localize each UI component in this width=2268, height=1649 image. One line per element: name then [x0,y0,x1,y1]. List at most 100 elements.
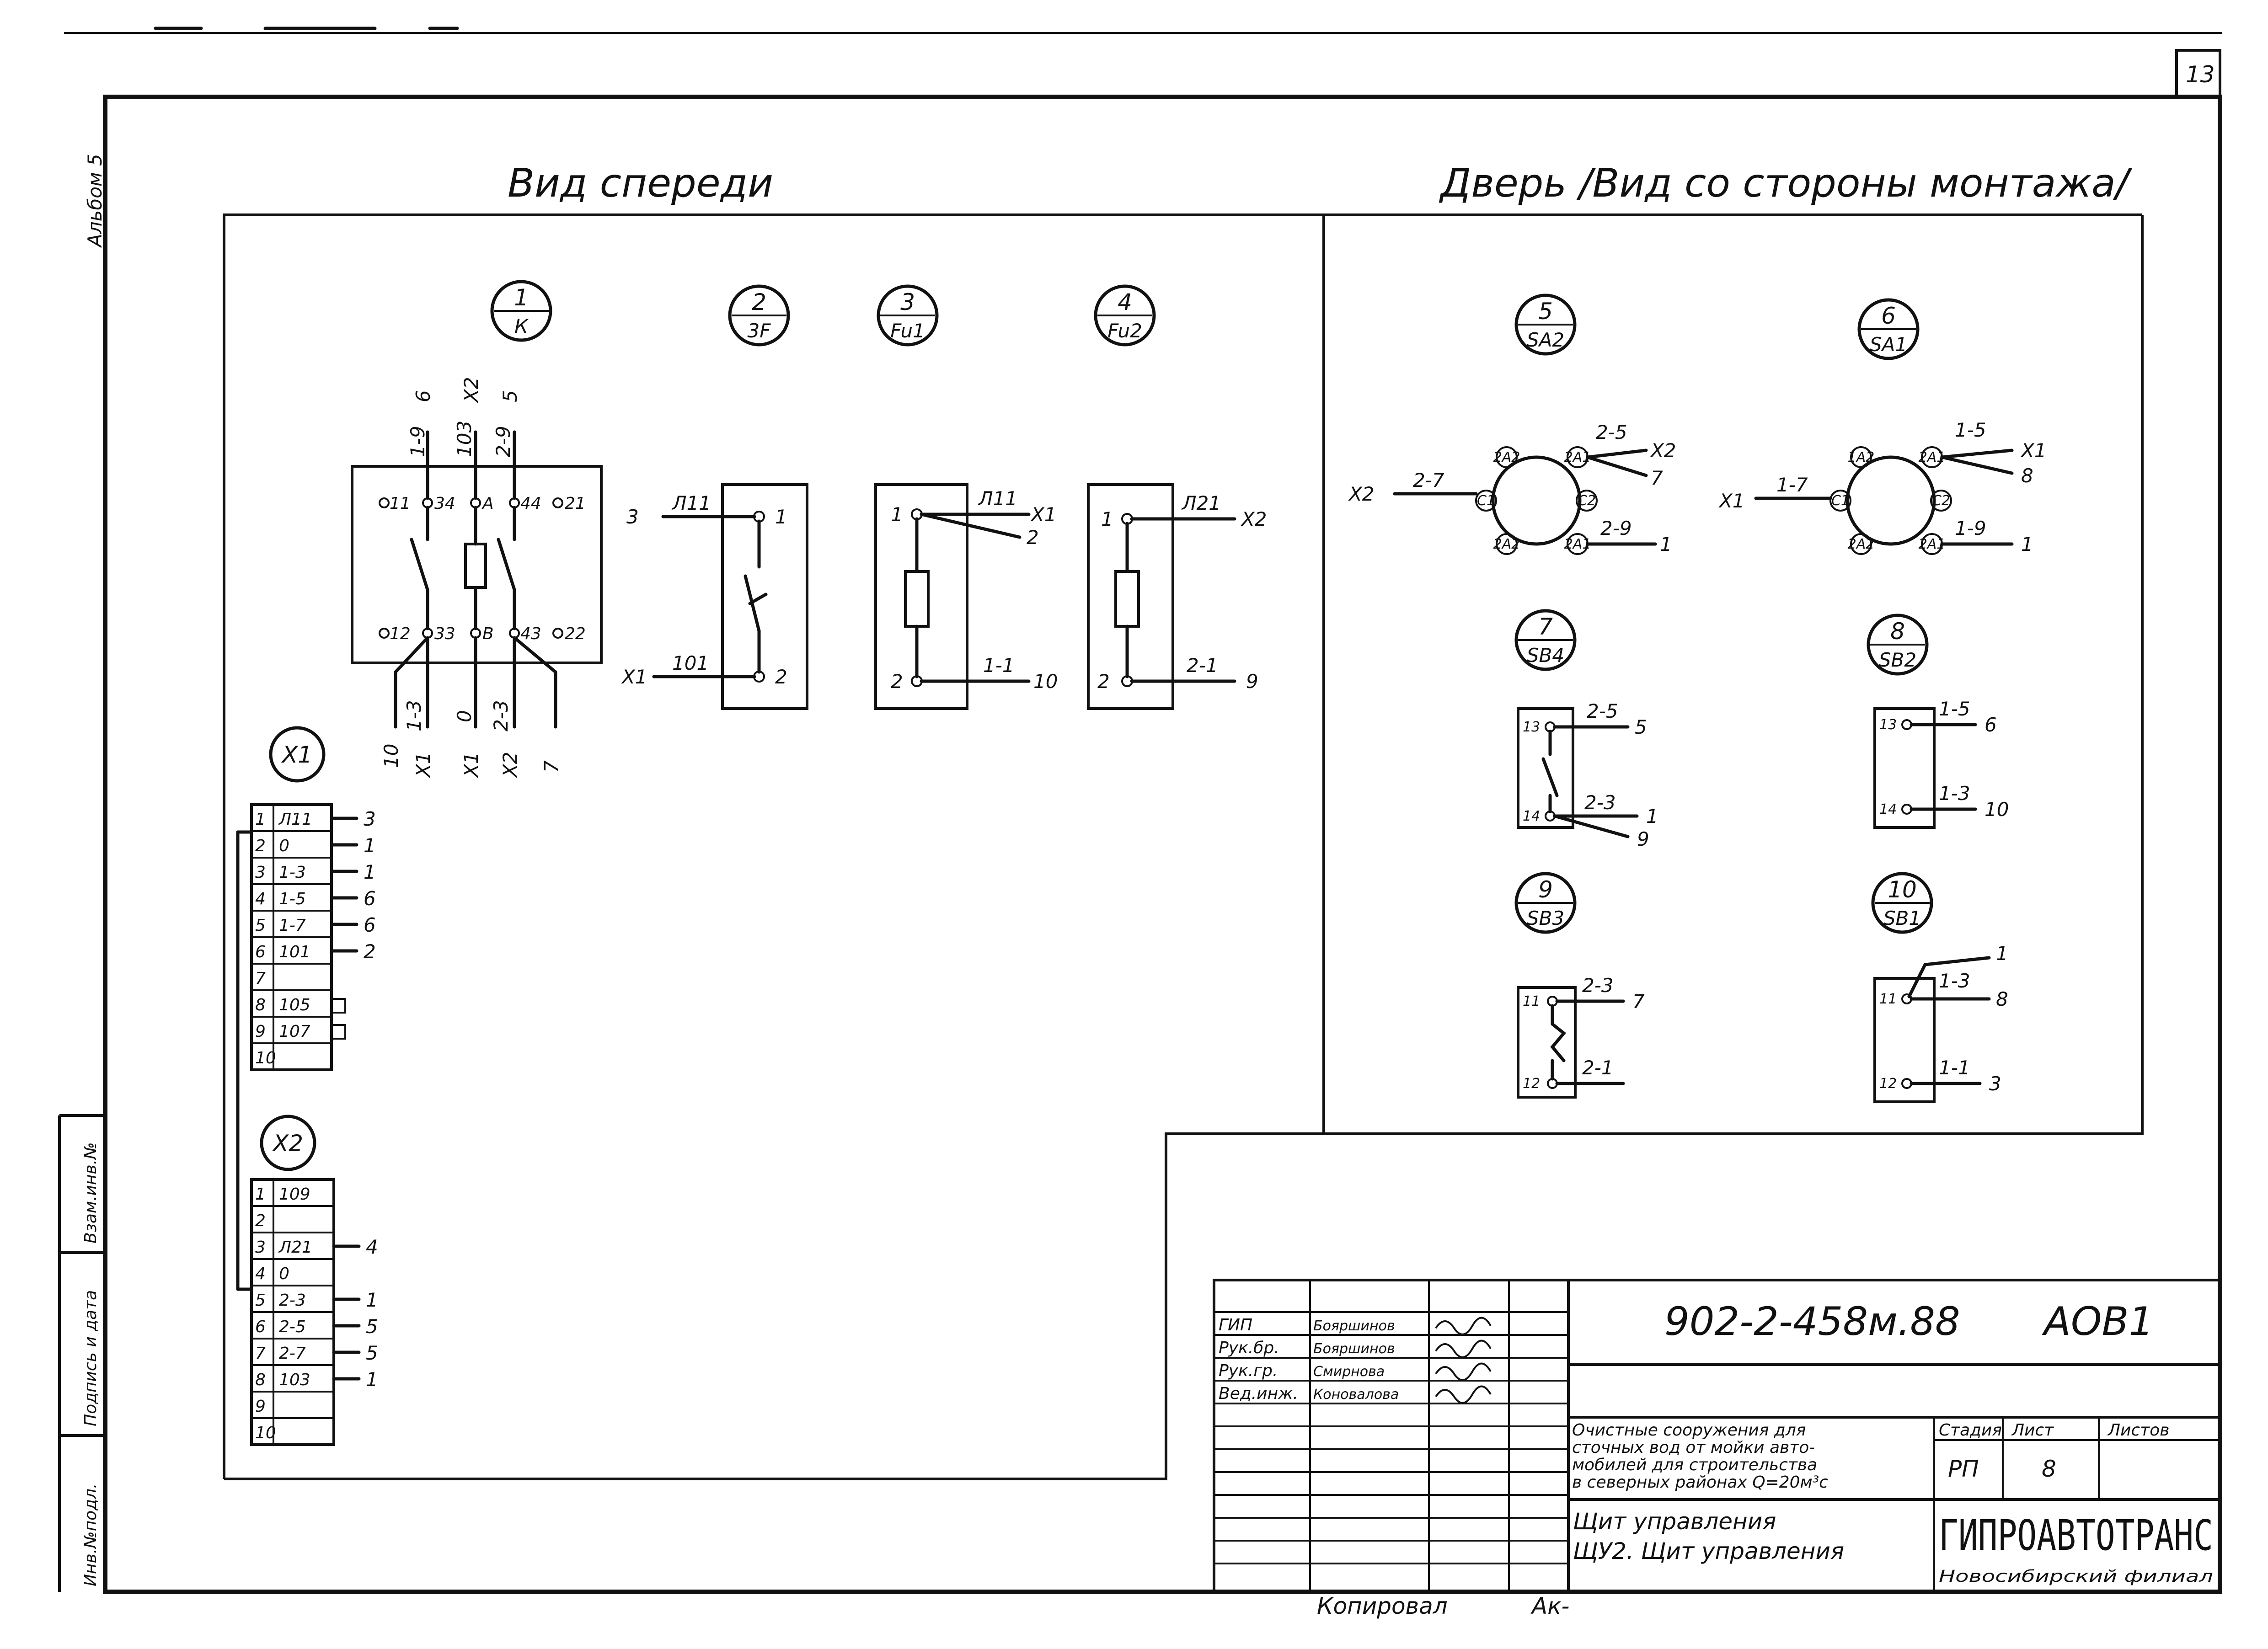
role-ruk-br: Рук.бр. [1219,1339,1279,1357]
svg-text:21: 21 [565,494,586,513]
svg-text:X2: X2 [499,752,521,779]
sheets-header: Листов [2107,1421,2169,1440]
sheet-value: 8 [2042,1456,2056,1482]
svg-text:10: 10 [380,744,402,768]
svg-text:1-7: 1-7 [279,916,306,935]
svg-text:14: 14 [1523,808,1540,824]
panel-outlines [223,213,2144,1480]
svg-text:Л11: Л11 [671,492,711,514]
svg-text:1-3: 1-3 [403,700,425,731]
sheet-header: Лист [2011,1421,2054,1440]
role-ved-inzh: Вед.инж. [1219,1384,1298,1403]
svg-text:2-9: 2-9 [1600,517,1632,539]
svg-text:1-7: 1-7 [1776,474,1808,496]
svg-text:2: 2 [364,940,376,963]
svg-text:33: 33 [434,624,455,643]
svg-text:1-3: 1-3 [1939,970,1970,992]
svg-text:1: 1 [1101,508,1113,530]
svg-text:Л11: Л11 [978,487,1017,510]
main-frame [103,95,2222,1594]
branch: Новосибирский филиал [1939,1567,2213,1586]
svg-text:X1: X1 [621,666,647,688]
tag-8-sb2: 8 SB2 [1867,614,1929,676]
svg-text:Л21: Л21 [1181,492,1221,514]
terminal-row: 9 [251,1391,334,1416]
svg-text:C1: C1 [1831,493,1850,509]
svg-text:Л21: Л21 [278,1238,312,1257]
svg-text:1: 1 [364,834,376,857]
svg-text:6: 6 [364,914,376,936]
svg-text:X1: X1 [412,752,434,779]
svg-text:1-1: 1-1 [1939,1057,1970,1079]
terminal-row: 10 [251,1042,332,1067]
button-sb1: 11 12 1 1-3 8 1-1 3 [1873,942,2008,1103]
svg-text:X2: X2 [460,377,482,404]
svg-text:1-5: 1-5 [1939,698,1970,720]
svg-text:6: 6 [255,1318,266,1336]
svg-text:1: 1 [514,284,529,311]
svg-text:6: 6 [364,887,376,910]
svg-text:X2: X2 [1348,483,1375,505]
component-tags: 1 К 2 3F 3 Fu1 4 Fu2 5 SA2 6 SA1 7 SB4 8… [490,280,1933,934]
svg-text:0: 0 [453,710,476,722]
svg-text:Л11: Л11 [278,810,312,829]
svg-text:A: A [481,494,494,513]
svg-text:4: 4 [255,1265,266,1283]
svg-text:10: 10 [255,1049,276,1067]
svg-text:3: 3 [1989,1073,2001,1095]
selector-sa1: 1A2 2A1 C1 C2 2A2 2A1 1-7 X1 1-5 X1 8 1-… [1718,419,2047,555]
svg-text:Fu1: Fu1 [890,320,925,342]
svg-text:11: 11 [1879,991,1897,1007]
tag-1-k: 1 К [490,280,552,342]
svg-text:5: 5 [366,1342,378,1364]
svg-text:2: 2 [1097,670,1110,693]
terminal-row: 7 [251,963,332,988]
svg-text:2-3: 2-3 [1582,974,1614,997]
svg-text:7: 7 [1538,614,1553,640]
svg-text:10: 10 [255,1424,276,1442]
copied-by-signature: Ак- [1530,1593,1569,1619]
svg-text:12: 12 [1523,1076,1540,1092]
copied-by: Копировал [1317,1593,1448,1619]
tag-10-sb1: 10 SB1 [1871,872,1933,934]
svg-text:1: 1 [366,1289,378,1311]
svg-text:5: 5 [255,1291,266,1310]
svg-text:3: 3 [255,863,266,882]
svg-text:2: 2 [775,666,787,688]
svg-text:13: 13 [1523,719,1540,735]
svg-text:1: 1 [891,503,903,526]
svg-text:3: 3 [255,1238,266,1257]
svg-text:1-5: 1-5 [1955,419,1986,441]
project-line-4: в северных районах Q=20м³с [1572,1473,1828,1492]
svg-text:5: 5 [499,390,521,402]
svg-text:1-3: 1-3 [1939,782,1970,805]
svg-text:2-3: 2-3 [279,1291,306,1310]
svg-text:44: 44 [520,494,541,513]
svg-text:2A2: 2A2 [1493,449,1520,465]
organization: ГИПРОАВТОТРАНС [1939,1511,2213,1560]
terminal-row: 10 [251,1417,334,1442]
heading-front-view: Вид спереди [508,160,773,206]
svg-text:1A2: 1A2 [1848,449,1875,465]
drawing-title-2: ЩУ2. Щит управления [1573,1538,1844,1564]
svg-text:34: 34 [434,494,455,513]
fuse-fu1: 1 2 Л11 X1 2 1-1 10 [874,483,1058,710]
name-ruk-br: Бояршинов [1313,1341,1395,1357]
tag-6-sa1: 6 SA1 [1857,298,1920,360]
svg-text:1: 1 [2021,533,2033,555]
svg-text:1: 1 [255,810,266,829]
project-line-1: Очистные сооружения для [1572,1421,1806,1440]
svg-text:107: 107 [279,1022,310,1041]
svg-text:1: 1 [255,1185,266,1204]
svg-text:2: 2 [891,670,903,693]
svg-text:7: 7 [1632,990,1645,1013]
svg-text:14: 14 [1879,801,1897,817]
